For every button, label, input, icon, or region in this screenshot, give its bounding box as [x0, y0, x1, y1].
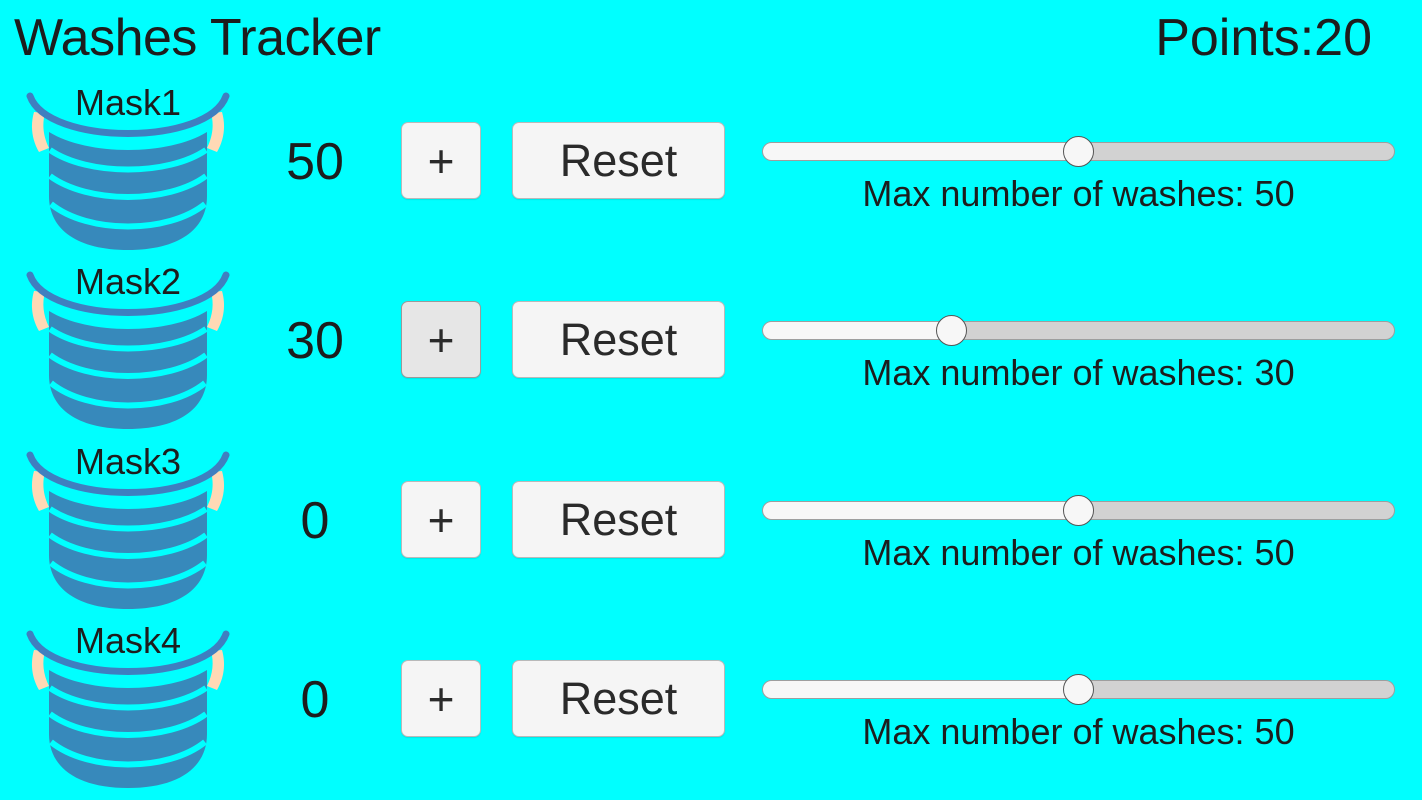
mask-row-4: Mask4 0 + Reset Max number of washes: 50: [0, 616, 1422, 795]
reset-button-2[interactable]: Reset: [512, 301, 725, 378]
max-washes-slider-group: Max number of washes: 50: [762, 616, 1395, 795]
max-washes-slider-track-2[interactable]: [762, 321, 1395, 340]
increment-button-1[interactable]: +: [401, 122, 481, 199]
max-washes-caption-2: Max number of washes: 30: [862, 352, 1295, 393]
increment-button-4[interactable]: +: [401, 660, 481, 737]
face-mask-icon: Mask1: [8, 78, 248, 257]
max-washes-caption-3: Max number of washes: 50: [862, 532, 1295, 573]
slider-filled-portion: [763, 143, 1079, 160]
max-washes-slider-group: Max number of washes: 30: [762, 257, 1395, 436]
wash-count-value-2: 30: [286, 312, 344, 370]
wash-count-value-1: 50: [286, 133, 344, 191]
max-washes-caption-4: Max number of washes: 50: [862, 711, 1295, 752]
max-washes-slider-thumb-4[interactable]: [1063, 674, 1094, 705]
max-washes-slider-group: Max number of washes: 50: [762, 78, 1395, 257]
app-header: Washes Tracker Points:20: [0, 0, 1422, 78]
max-washes-slider-thumb-2[interactable]: [936, 315, 968, 346]
wash-count-value-3: 0: [300, 492, 330, 550]
mask-row-2: Mask2 30 + Reset Max number of washes: 3…: [0, 257, 1422, 436]
slider-filled-portion: [763, 502, 1079, 519]
reset-button-3[interactable]: Reset: [512, 481, 725, 558]
max-washes-caption-1: Max number of washes: 50: [862, 173, 1295, 214]
slider-filled-portion: [763, 322, 953, 339]
face-mask-icon: Mask4: [8, 616, 248, 795]
face-mask-icon: Mask2: [8, 257, 248, 436]
mask-row-1: Mask1 50 + Reset Max number of washes: 5…: [0, 78, 1422, 257]
increment-button-2[interactable]: +: [401, 301, 481, 378]
mask-row-3: Mask3 0 + Reset Max number of washes: 50: [0, 437, 1422, 616]
face-mask-icon: Mask3: [8, 437, 248, 616]
max-washes-slider-thumb-3[interactable]: [1063, 495, 1094, 526]
page-title: Washes Tracker: [14, 9, 381, 67]
slider-filled-portion: [763, 681, 1079, 698]
max-washes-slider-group: Max number of washes: 50: [762, 437, 1395, 616]
increment-button-3[interactable]: +: [401, 481, 481, 558]
reset-button-4[interactable]: Reset: [512, 660, 725, 737]
points-counter: Points:20: [1155, 9, 1372, 67]
wash-count-value-4: 0: [300, 671, 330, 729]
max-washes-slider-thumb-1[interactable]: [1063, 136, 1094, 167]
reset-button-1[interactable]: Reset: [512, 122, 725, 199]
